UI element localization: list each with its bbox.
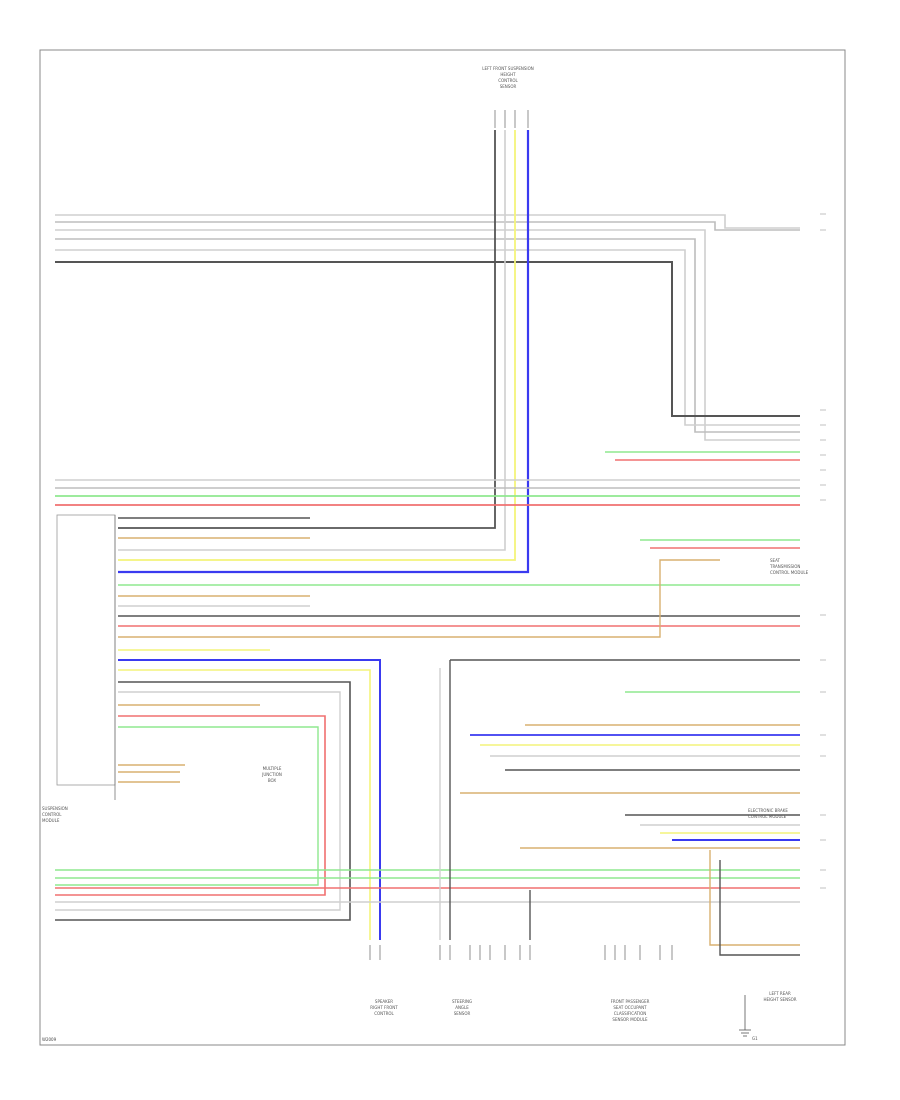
module-pin-wires bbox=[55, 517, 800, 940]
left-component-label: SUSPENSION CONTROL MODULE bbox=[42, 806, 68, 823]
svg-text:RIGHT FRONT: RIGHT FRONT bbox=[370, 1005, 398, 1010]
comp-c-label: FRONT PASSENGER SEAT OCCUPANT CLASSIFICA… bbox=[611, 999, 650, 1022]
svg-text:STEERING: STEERING bbox=[452, 999, 472, 1004]
svg-text:SENSOR: SENSOR bbox=[500, 84, 517, 89]
svg-text:SUSPENSION: SUSPENSION bbox=[42, 806, 68, 811]
diagram-border bbox=[39, 49, 846, 1046]
lower-left-bundle bbox=[55, 869, 800, 903]
svg-text:MULTIPLE: MULTIPLE bbox=[263, 766, 282, 771]
svg-text:LEFT FRONT SUSPENSION: LEFT FRONT SUSPENSION bbox=[482, 66, 533, 71]
svg-text:ELECTRONIC BRAKE: ELECTRONIC BRAKE bbox=[748, 808, 788, 813]
svg-text:ANGLE: ANGLE bbox=[455, 1005, 469, 1010]
svg-text:HEIGHT SENSOR: HEIGHT SENSOR bbox=[763, 997, 796, 1002]
svg-text:HEIGHT: HEIGHT bbox=[500, 72, 516, 77]
svg-text:CLASSIFICATION: CLASSIFICATION bbox=[614, 1011, 647, 1016]
right-lower-label: ELECTRONIC BRAKE CONTROL MODULE bbox=[748, 808, 788, 819]
svg-text:TRANSMISSION: TRANSMISSION bbox=[769, 564, 800, 569]
svg-text:SEAT: SEAT bbox=[770, 558, 780, 563]
comp-b-label: STEERING ANGLE SENSOR bbox=[452, 999, 472, 1016]
mid-wire-bundle bbox=[55, 451, 800, 506]
svg-text:CONTROL: CONTROL bbox=[42, 812, 62, 817]
svg-text:CONTROL: CONTROL bbox=[498, 78, 518, 83]
ground-label: G1 bbox=[752, 1036, 758, 1041]
right-mid-label: SEAT TRANSMISSION CONTROL MODULE bbox=[769, 558, 809, 575]
right-terminal-ticks bbox=[820, 213, 826, 889]
svg-text:CONTROL MODULE: CONTROL MODULE bbox=[770, 570, 809, 575]
svg-text:SENSOR MODULE: SENSOR MODULE bbox=[612, 1017, 648, 1022]
comp-a-label: SPEAKER RIGHT FRONT CONTROL bbox=[370, 999, 398, 1016]
svg-text:MODULE: MODULE bbox=[42, 818, 60, 823]
comp-e-label: LEFT REAR HEIGHT SENSOR bbox=[763, 991, 796, 1002]
footer-code: W2009 bbox=[42, 1037, 57, 1042]
svg-text:BOX: BOX bbox=[268, 778, 277, 783]
bottom-connector-pins bbox=[369, 945, 673, 960]
top-component-label: LEFT FRONT SUSPENSION HEIGHT CONTROL SEN… bbox=[482, 66, 533, 89]
right-lower-wires bbox=[460, 724, 800, 956]
top-connector-pins bbox=[494, 110, 529, 128]
svg-text:FRONT PASSENGER: FRONT PASSENGER bbox=[611, 999, 650, 1004]
svg-text:SENSOR: SENSOR bbox=[454, 1011, 471, 1016]
svg-text:LEFT REAR: LEFT REAR bbox=[769, 991, 791, 996]
svg-text:CONTROL MODULE: CONTROL MODULE bbox=[748, 814, 787, 819]
ground-icon bbox=[739, 995, 751, 1037]
svg-text:SPEAKER: SPEAKER bbox=[375, 999, 393, 1004]
svg-text:SEAT OCCUPANT: SEAT OCCUPANT bbox=[613, 1005, 647, 1010]
svg-text:CONTROL: CONTROL bbox=[374, 1011, 394, 1016]
top-wire-bundle bbox=[55, 214, 800, 441]
suspension-module-box bbox=[56, 514, 116, 786]
top-connector-wires bbox=[118, 130, 530, 574]
right-upper-wires bbox=[439, 539, 800, 940]
svg-text:JUNCTION: JUNCTION bbox=[261, 772, 282, 777]
comp-d-label: MULTIPLE JUNCTION BOX bbox=[261, 766, 282, 783]
